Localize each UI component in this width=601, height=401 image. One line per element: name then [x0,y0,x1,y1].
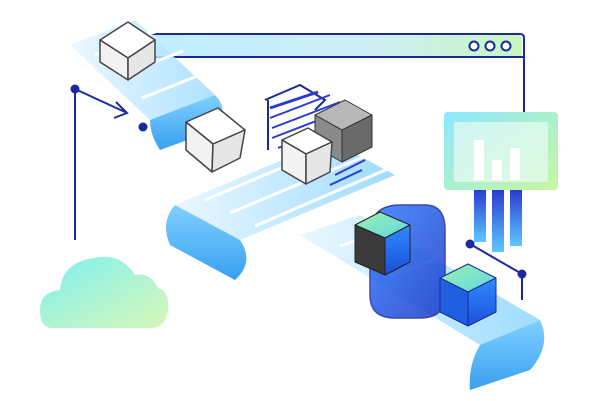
conveyor-belt-middle [166,135,395,280]
cube-dark [354,211,411,276]
circle-icon [468,40,480,52]
connector-right [465,239,527,300]
cube-blue-green [439,263,497,327]
screen-bar [474,140,484,180]
window-title-bar [150,35,522,57]
circle-icon [484,40,496,52]
data-columns [474,190,522,252]
cube-white-middle [185,107,246,173]
dashboard-monitor [444,112,558,190]
cube-white-top [99,21,156,81]
window-frame [150,33,525,110]
screen-bar [492,160,502,180]
node-dot [138,122,148,132]
cloud-icon [40,256,169,328]
cube-white-in-gate [281,127,333,185]
screen-bar [510,148,520,180]
arrow-right-icon [113,101,129,119]
circle-icon [500,40,512,52]
connector-left [70,84,148,240]
